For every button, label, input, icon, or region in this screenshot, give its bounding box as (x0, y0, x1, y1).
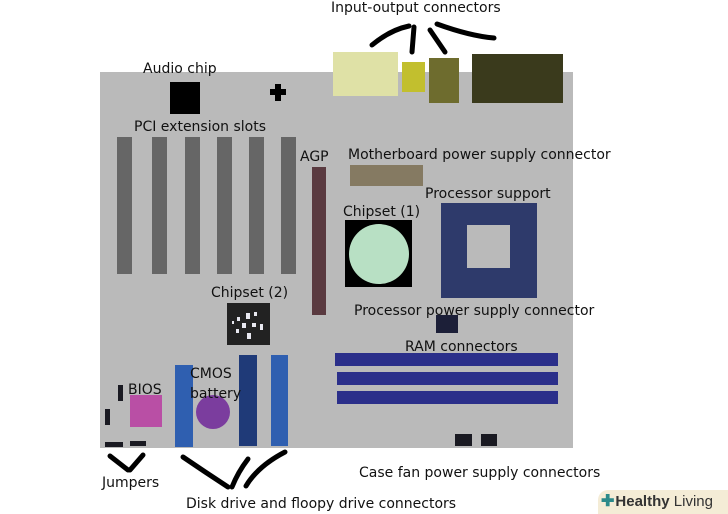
label-jumpers: Jumpers (101, 475, 159, 491)
watermark-bold: Healthy (615, 493, 670, 510)
watermark-badge: ✚Healthy Living (598, 490, 728, 514)
motherboard-power-connector (350, 165, 423, 186)
label-cpu-power: Processor power supply connector (354, 303, 595, 319)
label-io: Input-output connectors (331, 0, 501, 16)
audio-chip (170, 82, 200, 114)
label-agp: AGP (300, 149, 329, 165)
io-connector-2 (402, 62, 425, 92)
watermark-rest: Living (673, 493, 713, 510)
processor-power-connector (436, 315, 458, 333)
floppy-connector (271, 355, 288, 446)
label-chipset1: Chipset (1) (343, 204, 420, 220)
io-connector-1 (333, 52, 398, 96)
label-processor-support: Processor support (425, 186, 551, 202)
bios-chip (130, 395, 162, 427)
ide-connector-1 (175, 365, 193, 447)
label-mb-power: Motherboard power supply connector (348, 147, 611, 163)
cmos-battery (196, 395, 230, 429)
label-chipset2: Chipset (2) (211, 285, 288, 301)
label-pci: PCI extension slots (134, 119, 266, 135)
label-ram: RAM connectors (405, 339, 518, 355)
io-connector-3 (429, 58, 459, 103)
pointer-lines (107, 21, 497, 490)
label-disk: Disk drive and floopy drive connectors (186, 496, 456, 512)
label-cmos-2: battery (190, 386, 241, 402)
label-bios: BIOS (128, 382, 162, 398)
processor-socket-inner (467, 225, 510, 268)
label-fan: Case fan power supply connectors (359, 465, 600, 481)
plus-leaf-icon: ✚ (601, 493, 615, 510)
ram-slots (335, 353, 558, 404)
pci-slots (117, 137, 296, 274)
agp-slot (312, 167, 326, 315)
io-connector-4 (472, 54, 563, 103)
cross-component (270, 84, 286, 101)
case-fan-connectors (455, 434, 497, 446)
label-cmos-1: CMOS (190, 366, 232, 382)
jumpers (105, 385, 146, 447)
label-audio: Audio chip (143, 61, 217, 77)
ide-connector-2 (239, 355, 257, 446)
chipset-2-pins (232, 312, 263, 339)
chipset-1-chip (349, 224, 409, 284)
